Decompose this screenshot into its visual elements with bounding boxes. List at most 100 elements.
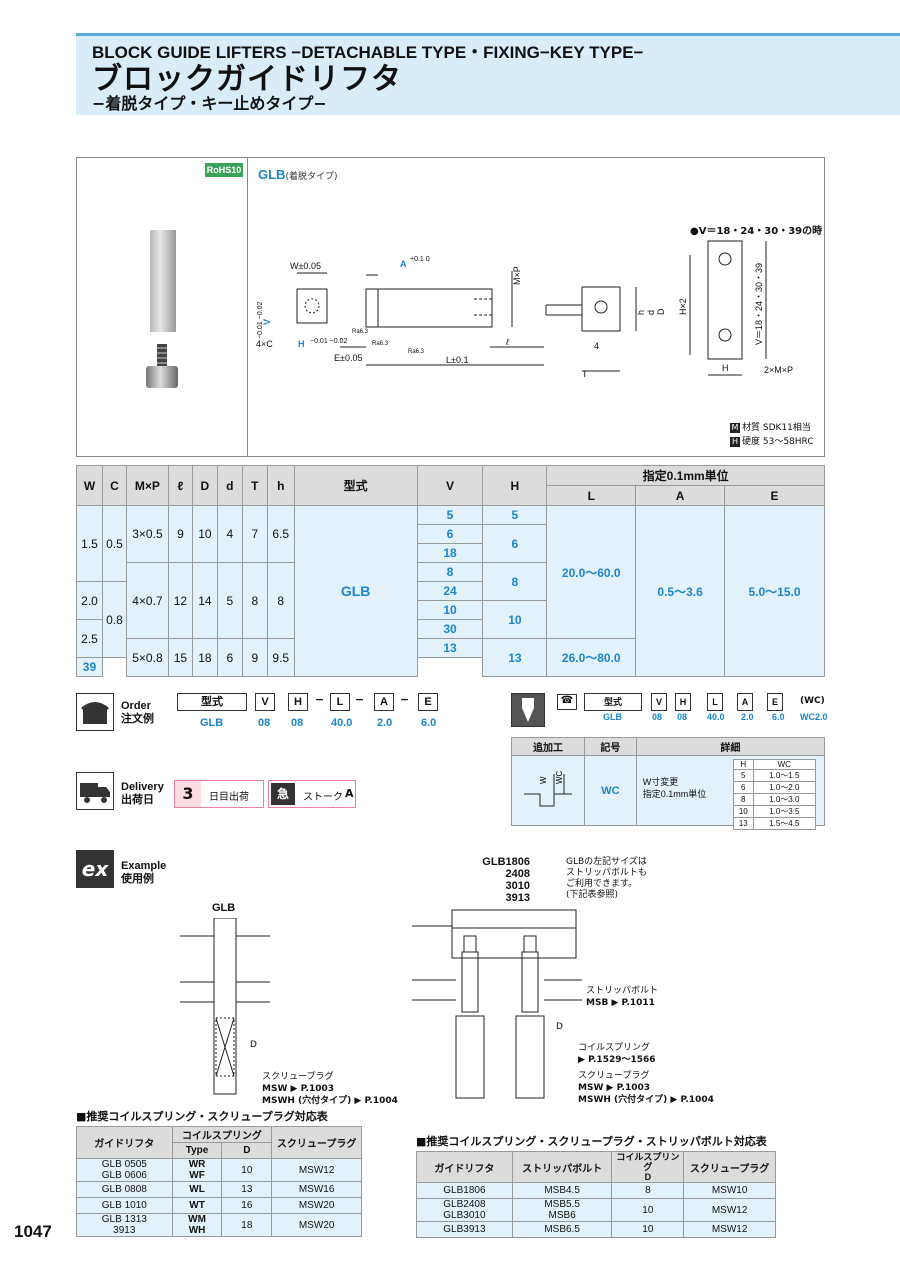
opt-desc-2: 指定0.1mm単位 xyxy=(642,789,707,799)
opt-hdr-process: 追加工 xyxy=(511,737,585,756)
opt-sub-cell: 1.5～4.5 xyxy=(752,817,816,830)
left-d-label: D xyxy=(250,1040,257,1050)
dim-mxp2: 2×M×P xyxy=(764,365,793,375)
cell-d: 14 xyxy=(191,562,218,639)
cell-hh: 10 xyxy=(482,600,548,639)
tr-lifter: GLB3913 xyxy=(416,1221,513,1238)
order2-code-wc: (WC) xyxy=(800,696,825,706)
dim-hx2: H×2 xyxy=(678,298,688,315)
opt-sub-cell: 1.0～3.0 xyxy=(752,793,816,806)
hdr-d: D xyxy=(191,465,218,506)
order-code-e: E xyxy=(418,693,438,711)
right-plug-label: スクリュープラグ xyxy=(578,1071,650,1081)
left-msw: MSW ▶ P.1003 xyxy=(262,1084,334,1094)
table-left-title: ■推奨コイルスプリング・スクリュープラグ対応表 xyxy=(76,1110,328,1123)
cell-hh: 13 xyxy=(482,638,548,677)
right-coil-label: コイルスプリング xyxy=(578,1043,651,1053)
cell-hh: 6 xyxy=(482,524,548,563)
order-val-e: 6.0 xyxy=(421,717,437,729)
product-photo-base xyxy=(146,366,178,388)
left-mswh: MSWH (穴付タイプ) ▶ P.1004 xyxy=(262,1096,398,1106)
cell-hh: 5 xyxy=(482,505,548,525)
order2-code-a: A xyxy=(737,693,753,711)
cell-mxp: 5×0.8 xyxy=(125,638,169,677)
dim-hh: h xyxy=(636,310,646,315)
right-d-label: D xyxy=(556,1022,563,1032)
opt-sub-hdr-wc: WC xyxy=(752,759,816,770)
example-drawing-right xyxy=(412,909,582,1099)
roughness-3: Ra6.3 xyxy=(408,349,425,355)
cell-mxp: 4×0.7 xyxy=(125,562,169,639)
tl-hdr-plug: スクリュープラグ xyxy=(271,1126,362,1159)
tr-bolt: MSB6.5 xyxy=(511,1221,613,1238)
tl-lifter: GLB 0808 xyxy=(76,1181,173,1198)
order2-val-e: 6.0 xyxy=(772,712,785,722)
dim-d: D xyxy=(656,308,666,315)
roughness-2: Ra6.3 xyxy=(372,341,389,347)
order2-val-v: 08 xyxy=(652,712,663,722)
order2-val-a: 2.0 xyxy=(741,712,754,722)
order-code-a: A xyxy=(374,693,394,711)
tl-plug: MSW20 xyxy=(271,1213,362,1237)
stock-label: ストーク xyxy=(303,792,343,803)
delivery-days-box: 3 日目出荷 xyxy=(174,780,264,808)
order-dash: − xyxy=(315,693,325,706)
option-phone-icon: ☎ xyxy=(557,694,577,710)
opt-wc-drawing: W WC xyxy=(511,755,585,826)
cell-ell: 12 xyxy=(167,562,193,639)
hdr-w: W xyxy=(76,465,103,506)
tl-hdr-d: D xyxy=(221,1142,273,1159)
order2-code-e: E xyxy=(767,693,783,711)
product-photo xyxy=(150,230,176,332)
cell-d: 18 xyxy=(191,638,218,677)
tl-d: 18 xyxy=(221,1213,273,1237)
cell-dd: 5 xyxy=(216,562,243,639)
hdr-t: T xyxy=(241,465,268,506)
cell-v: 5 xyxy=(416,505,484,525)
dim-h: H xyxy=(298,339,305,349)
order-code-model: 型式 xyxy=(177,693,247,711)
cell-v: 6 xyxy=(416,524,484,544)
tl-hdr-type: Type xyxy=(171,1142,223,1159)
example-icon: ex xyxy=(76,850,114,888)
spec-table: W C M×P ℓ D d T h 型式 V H 指定0.1mm単位 L A E… xyxy=(76,465,825,677)
v-size-note: ●V＝18・24・30・39の時 xyxy=(690,226,823,237)
roughness-1: Ra6.3 xyxy=(352,329,369,335)
order2-code-v: V xyxy=(651,693,667,711)
order-val-l: 40.0 xyxy=(331,717,353,729)
model-label: GLB(着脱タイプ) xyxy=(258,167,338,182)
dim-c: 4×C xyxy=(256,339,273,349)
cell-v: 30 xyxy=(416,619,484,639)
cell-t: 7 xyxy=(241,505,268,563)
tl-hdr-lifter: ガイドリフタ xyxy=(76,1126,173,1159)
example-glb-label: GLB xyxy=(212,902,236,914)
order-val-h: 08 xyxy=(291,717,304,729)
tl-lifter: GLB 1010 xyxy=(76,1197,173,1214)
order-phone-icon xyxy=(76,693,114,731)
dim-v-list: V＝18・24・30・39 xyxy=(754,263,764,345)
page-number: 1047 xyxy=(14,1222,52,1241)
dim-w: W±0.05 xyxy=(290,261,321,271)
right-msb: MSB ▶ P.1011 xyxy=(586,998,655,1008)
stock-icon: 急 xyxy=(271,783,295,805)
hdr-e: E xyxy=(724,485,825,506)
dim-ell: ℓ xyxy=(505,337,509,347)
opt-sub-hdr-h: H xyxy=(732,759,754,770)
delivery-truck-icon xyxy=(76,772,114,810)
tl-plug: MSW12 xyxy=(271,1158,362,1182)
cell-h: 9.5 xyxy=(266,638,295,677)
tr-plug: MSW12 xyxy=(683,1198,776,1222)
dim-hb: H xyxy=(722,363,729,373)
order2-val-l: 40.0 xyxy=(707,712,725,722)
